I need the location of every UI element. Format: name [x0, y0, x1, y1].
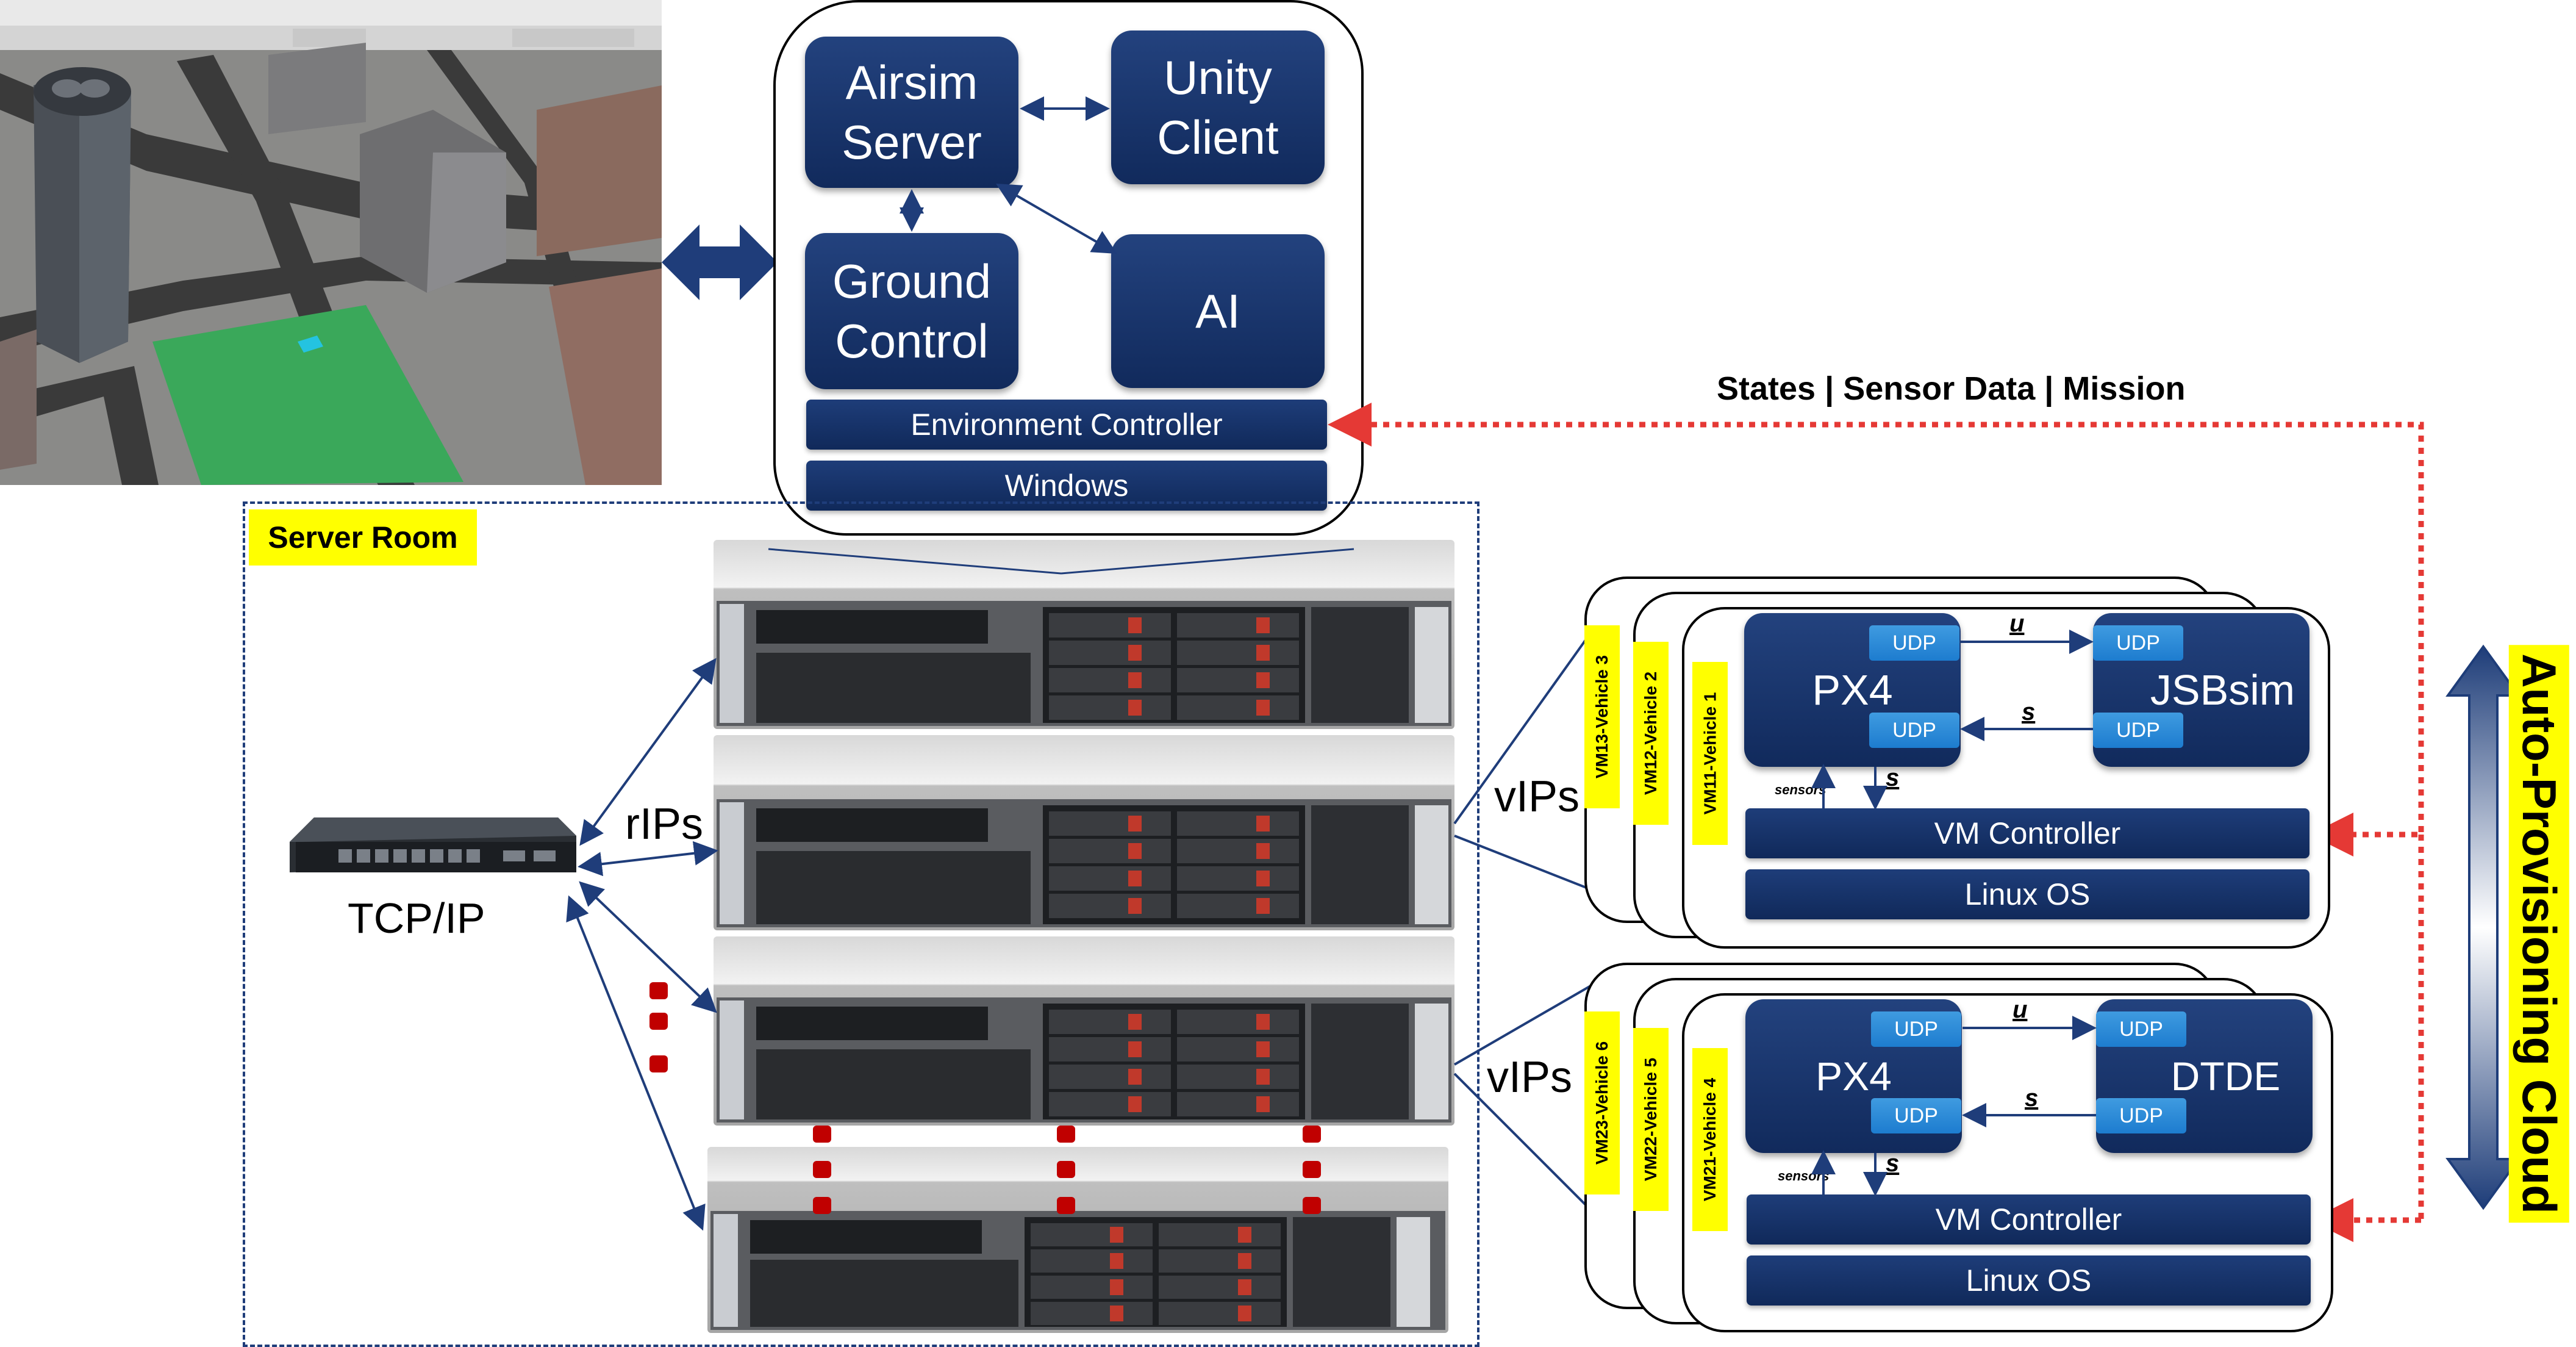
ellipsis-dot	[649, 1055, 668, 1072]
network-switch-icon	[290, 817, 576, 872]
udp-port: UDP	[2096, 1011, 2186, 1047]
vips-label-top: vIPs	[1494, 772, 1580, 821]
ellipsis-dot	[813, 1197, 831, 1214]
vm-controller-bar: VM Controller	[1745, 808, 2309, 858]
vips-label-bottom: vIPs	[1487, 1053, 1573, 1102]
linux-os-label: Linux OS	[1966, 1263, 2092, 1298]
ellipsis-dot	[649, 982, 668, 999]
s-signal-label: s	[2025, 1085, 2039, 1112]
sim-label: JSBsim	[2150, 666, 2295, 714]
tcpip-label: TCP/IP	[348, 894, 485, 942]
udp-port: UDP	[1869, 713, 1959, 748]
ellipsis-dot	[1057, 1197, 1075, 1214]
vm-label: VM11-Vehicle 1	[1692, 662, 1728, 845]
vm-label: VM23-Vehicle 6	[1584, 1011, 1620, 1194]
ellipsis-dot	[813, 1126, 831, 1143]
airsim-server-label: Airsim Server	[842, 56, 982, 169]
s-signal-label: s	[2022, 699, 2036, 725]
city-3d-view	[0, 0, 662, 485]
link-label: States | Sensor Data | Mission	[1717, 370, 2186, 407]
px4-label: PX4	[1812, 666, 1893, 714]
ai-box: AI	[1111, 234, 1325, 388]
ellipsis-dot	[1057, 1126, 1075, 1143]
udp-port: UDP	[2093, 625, 2183, 661]
ground-control-label: Ground Control	[832, 254, 992, 368]
bidirectional-arrow-icon	[662, 224, 778, 300]
px4-label: PX4	[1816, 1054, 1892, 1099]
vm-controller-label: VM Controller	[1934, 816, 2121, 850]
ellipsis-dot	[813, 1161, 831, 1178]
ellipsis-dot	[649, 1013, 668, 1030]
sim-label: DTDE	[2170, 1054, 2281, 1099]
windows-label: Windows	[1004, 469, 1129, 503]
vm-label: VM13-Vehicle 3	[1584, 625, 1620, 808]
ground-control-box: Ground Control	[805, 233, 1018, 389]
vm-controller-label: VM Controller	[1935, 1202, 2122, 1237]
ellipsis-dot	[1057, 1161, 1075, 1178]
ellipsis-dot	[1303, 1126, 1321, 1143]
u-signal-label: u	[2012, 996, 2028, 1023]
udp-port: UDP	[1871, 1098, 1961, 1133]
u-signal-label: u	[2009, 610, 2025, 637]
linux-os-label: Linux OS	[1964, 877, 2091, 911]
ai-label: AI	[1195, 284, 1240, 338]
s-signal-label-down: s	[1886, 1150, 1900, 1177]
ellipsis-dot	[1303, 1161, 1321, 1178]
unity-client-box: Unity Client	[1111, 31, 1325, 184]
vm-controller-bar: VM Controller	[1747, 1194, 2311, 1245]
udp-port: UDP	[1869, 625, 1959, 661]
vm-label: VM21-Vehicle 4	[1692, 1048, 1728, 1231]
linux-os-bar: Linux OS	[1745, 869, 2309, 919]
simulation-screenshot	[0, 0, 662, 485]
airsim-server-box: Airsim Server	[805, 37, 1018, 188]
linux-os-bar: Linux OS	[1747, 1255, 2311, 1306]
s-signal-label-down: s	[1886, 764, 1900, 791]
server-room-label-box: Server Room	[249, 509, 477, 566]
udp-port: UDP	[2093, 713, 2183, 748]
udp-port: UDP	[1871, 1011, 1961, 1047]
environment-controller-bar: Environment Controller	[806, 400, 1327, 450]
server-room-label: Server Room	[268, 520, 458, 555]
vm-label: VM12-Vehicle 2	[1633, 642, 1669, 825]
udp-port: UDP	[2096, 1098, 2186, 1133]
unity-client-label: Unity Client	[1157, 51, 1279, 164]
environment-controller-label: Environment Controller	[911, 408, 1223, 442]
vm-label: VM22-Vehicle 5	[1633, 1028, 1669, 1211]
ellipsis-dot	[1303, 1197, 1321, 1214]
